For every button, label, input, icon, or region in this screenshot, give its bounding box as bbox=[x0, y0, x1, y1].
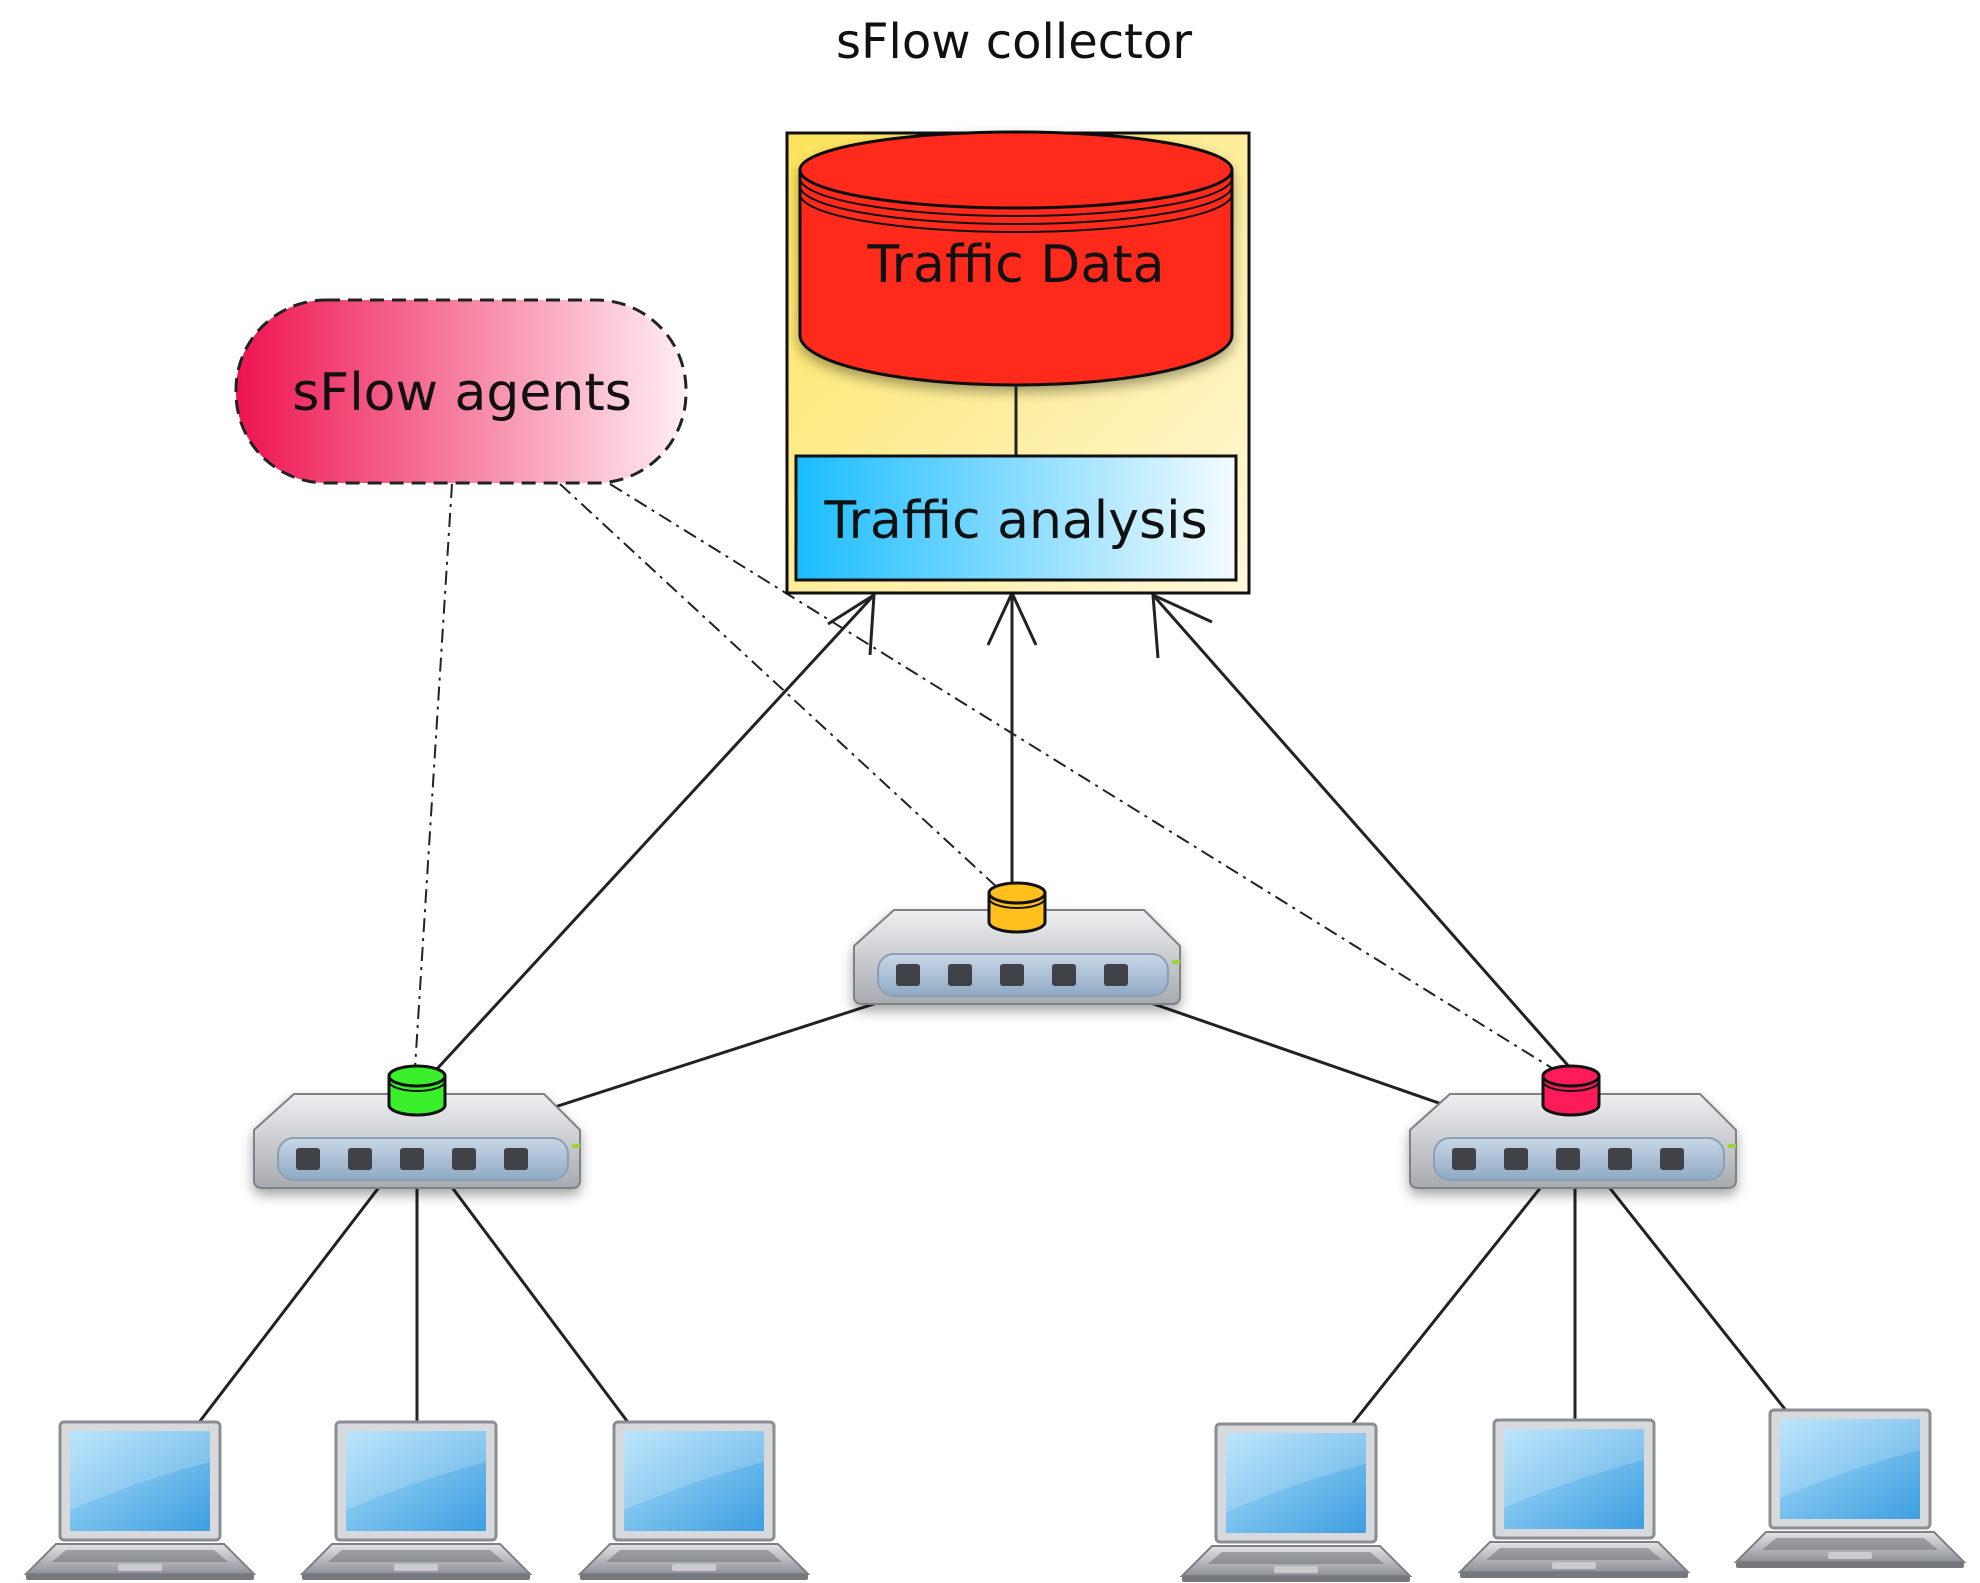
sflow-agent-icon bbox=[987, 881, 1047, 934]
laptop-icon bbox=[24, 1420, 256, 1582]
laptop-icon bbox=[1180, 1422, 1412, 1583]
collector-title: sFlow collector bbox=[836, 14, 1192, 70]
database-cylinder-icon bbox=[798, 130, 1234, 387]
sflow-agents-legend: sFlow agents bbox=[234, 298, 688, 485]
laptop-icon bbox=[300, 1420, 532, 1582]
physical-links bbox=[195, 1000, 1790, 1426]
traffic-analysis-box bbox=[794, 454, 1238, 582]
sflow-agent-icon bbox=[1541, 1064, 1601, 1117]
analysis-label: Traffic analysis bbox=[823, 491, 1207, 551]
sflow-agent-icon bbox=[387, 1064, 447, 1117]
database-label: Traffic Data bbox=[867, 235, 1165, 295]
agents-label: sFlow agents bbox=[292, 363, 632, 423]
sflow-datagram-arrows bbox=[434, 589, 1574, 1072]
laptop-icon bbox=[578, 1420, 810, 1582]
laptop-icon bbox=[1734, 1408, 1966, 1570]
sflow-collector: Traffic Data Traffic analysis bbox=[785, 130, 1251, 595]
agent-association-lines bbox=[414, 483, 1556, 1071]
laptop-icon bbox=[1458, 1418, 1690, 1580]
